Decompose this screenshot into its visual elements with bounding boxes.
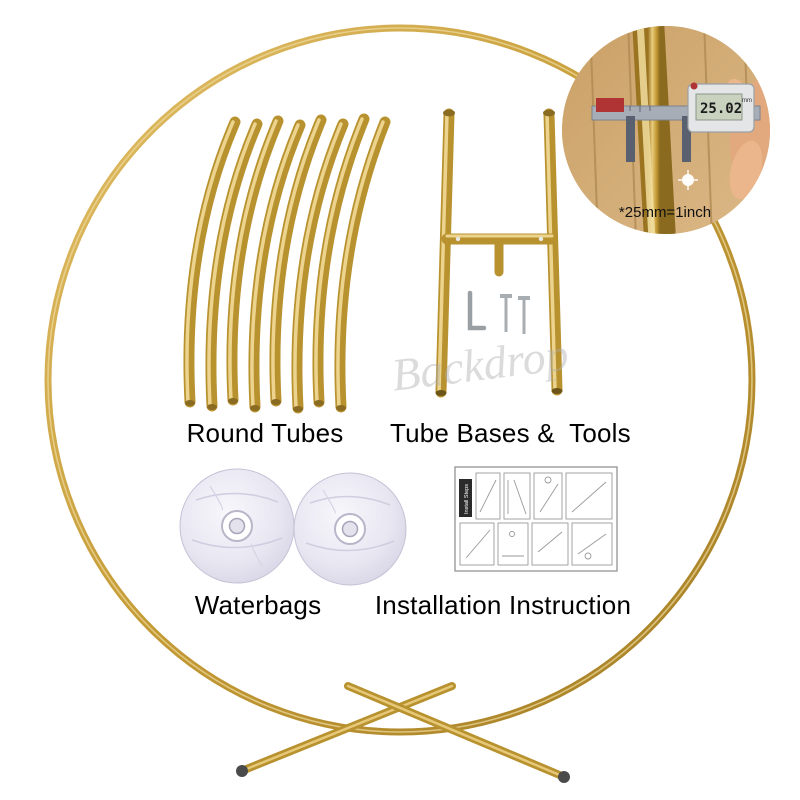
leg-foot-right xyxy=(558,771,570,783)
waterbag xyxy=(179,468,295,584)
label-tube-bases-tools: Tube Bases & Tools xyxy=(390,418,631,448)
caliper-photo: 25.02 mm xyxy=(562,26,770,234)
assembly-tools xyxy=(467,290,530,334)
caliper-display: 25.02 mm xyxy=(687,82,755,133)
round-tubes-bundle xyxy=(183,113,391,414)
sheet-side-label: Install Steps xyxy=(464,484,470,514)
measured-tube xyxy=(632,26,676,234)
caliper: 25.02 mm xyxy=(591,82,761,162)
circle-stand-frame xyxy=(44,24,756,783)
label-round-tubes: Round Tubes xyxy=(186,418,344,448)
waterbags xyxy=(179,468,407,586)
inset-caption: *25mm=1inch xyxy=(618,204,712,221)
allen-key-icon xyxy=(467,290,487,331)
caliper-reading: 25.02 xyxy=(700,101,742,117)
caliper-red-part xyxy=(596,98,624,112)
waterbag xyxy=(293,472,407,586)
tube-base xyxy=(435,108,563,398)
label-waterbags: Waterbags xyxy=(194,590,322,620)
stand-legs xyxy=(236,682,570,783)
screw-icon xyxy=(518,296,530,334)
caliper-unit: mm xyxy=(742,98,752,104)
label-installation-instruction: Installation Instruction xyxy=(374,590,632,620)
instruction-sheet: Install Steps xyxy=(454,466,618,572)
screw-icon xyxy=(500,294,512,332)
leg-foot-left xyxy=(236,765,248,777)
